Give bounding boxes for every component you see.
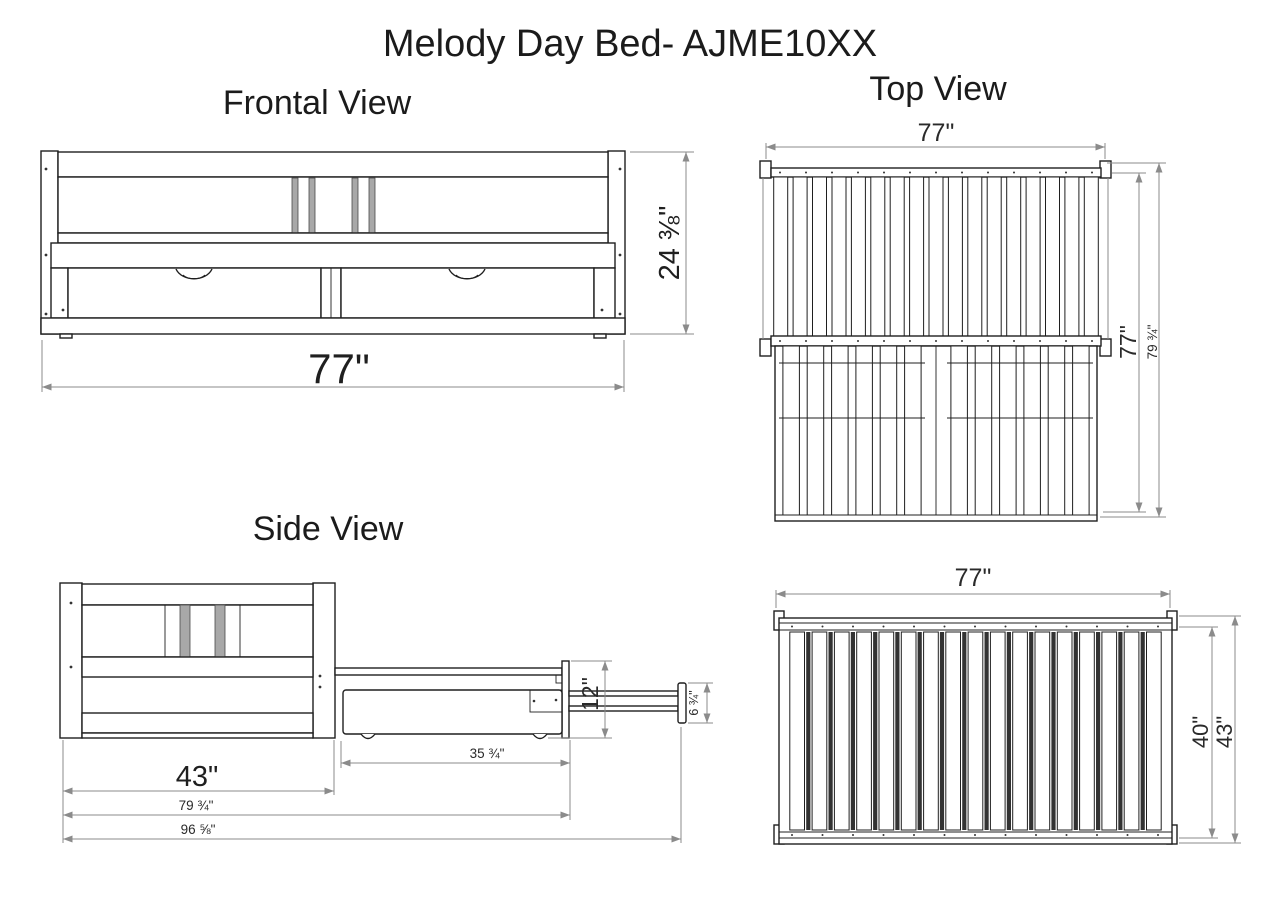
top-view-drawing — [759, 160, 1112, 522]
bottom-overall-width-dimension: 43" — [1179, 615, 1241, 844]
bottom-view-slats — [789, 631, 1162, 831]
top-slat-span-dimension: 77" — [1103, 172, 1146, 513]
rail-screw-dots — [779, 340, 1093, 342]
bottom-slat-span-dimension: 40" — [1179, 626, 1218, 839]
top-view-drawer-slats-right — [950, 345, 1090, 516]
side-view-drawing — [59, 582, 687, 740]
frontal-view-title: Frontal View — [223, 84, 412, 122]
top-view-title: Top View — [869, 70, 1007, 108]
rail-screw-dots — [791, 834, 1159, 836]
screw-dots — [69, 601, 322, 689]
bottom-width-label: 77" — [955, 564, 992, 592]
bottom-slat-span-label: 40" — [1188, 716, 1213, 748]
bottom-overall-width-label: 43" — [1212, 716, 1237, 748]
top-overall-length-dimension: 79 ¾" — [1100, 162, 1166, 518]
side-overall-length-dimension: 96 ⅝" — [63, 822, 681, 843]
drawer-foot — [532, 733, 548, 740]
side-headboard-width-dimension: 43" — [63, 761, 334, 795]
screw-dots — [44, 167, 622, 316]
top-slat-span-label: 77" — [1115, 325, 1141, 359]
rail-screw-dots — [779, 171, 1093, 174]
top-width-label: 77" — [918, 119, 955, 147]
frontal-width-dimension: 77" — [41, 340, 625, 392]
side-frame-length-label: 79 ¾" — [179, 798, 214, 813]
side-handle-height-label: 6 ¾" — [687, 690, 701, 715]
side-handle-height-dimension: 6 ¾" — [687, 682, 713, 724]
frontal-height-dimension: 24 ⅜" — [630, 151, 694, 335]
top-width-dimension: 77" — [765, 119, 1106, 159]
side-overall-length-label: 96 ⅝" — [181, 822, 216, 837]
drawer-handle-notch — [175, 268, 486, 280]
top-view-mattress-slats — [773, 176, 1099, 337]
bottom-width-dimension: 77" — [775, 564, 1171, 608]
side-frame-length-dimension: 79 ¾" — [63, 798, 570, 819]
drawer-foot — [360, 733, 376, 740]
frontal-height-label: 24 ⅜" — [654, 206, 686, 281]
side-headboard-width-label: 43" — [176, 761, 219, 793]
page-title: Melody Day Bed- AJME10XX — [383, 23, 877, 65]
top-overall-length-label: 79 ¾" — [1145, 324, 1160, 359]
side-drawer-height-label: 12" — [577, 677, 603, 711]
side-view-title: Side View — [253, 510, 404, 548]
side-drawer-length-label: 35 ¾" — [470, 746, 505, 761]
rail-screw-dots — [791, 625, 1159, 628]
side-drawer-height-dimension: 12" — [548, 660, 612, 739]
side-drawer-length-dimension: 35 ¾" — [341, 746, 570, 767]
side-bottom-dimensions: 43" 35 ¾" 79 ¾" 96 ⅝" — [62, 727, 682, 843]
frontal-view-drawing — [40, 150, 626, 339]
bottom-view-drawing — [773, 610, 1178, 845]
drawer-pull-handle — [677, 682, 687, 724]
frontal-width-label: 77" — [308, 345, 370, 392]
